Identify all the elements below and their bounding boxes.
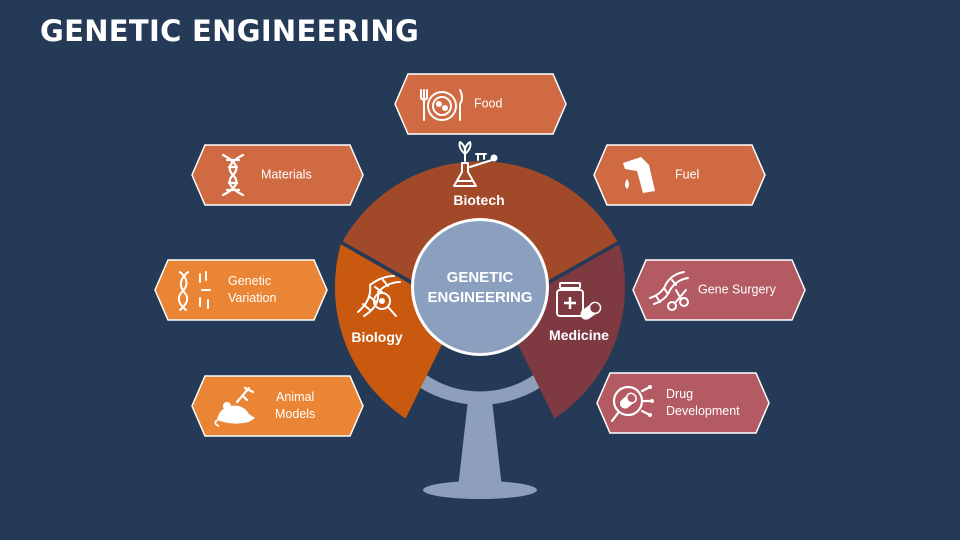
medicine-bottle-pill-icon	[556, 282, 602, 320]
biotech-label: Biotech	[453, 192, 504, 208]
biology-segment[interactable]	[334, 244, 445, 419]
mouse-syringe-icon	[214, 386, 255, 427]
fuel-nozzle-icon	[623, 157, 655, 193]
drug-development-box[interactable]: Drug Development	[596, 372, 770, 434]
materials-label: Materials	[261, 167, 312, 182]
medicine-label: Medicine	[549, 327, 609, 343]
medicine-segment[interactable]	[515, 244, 626, 419]
food-label: Food	[474, 96, 503, 111]
wheel-stand	[409, 360, 551, 499]
animal-models-label: Animal Models	[275, 390, 316, 421]
genetic-variation-label: Genetic Variation	[228, 274, 277, 305]
materials-box[interactable]: Materials	[191, 144, 364, 206]
center-label-line2: ENGINEERING	[427, 289, 532, 306]
dna-strand-icon	[221, 153, 245, 197]
center-hub	[414, 221, 546, 353]
food-box[interactable]: Food	[394, 73, 567, 135]
gene-surgery-label: Gene Surgery	[698, 282, 776, 297]
dna-magnifier-icon	[357, 275, 401, 317]
dna-fragments-icon	[177, 271, 211, 311]
genetic-variation-box[interactable]: Genetic Variation	[154, 259, 328, 321]
gene-surgery-box[interactable]: Gene Surgery	[632, 259, 806, 321]
biology-label: Biology	[351, 329, 403, 345]
pill-analysis-icon	[610, 385, 654, 423]
food-plate-icon	[420, 89, 463, 121]
animal-models-box[interactable]: Animal Models	[191, 375, 364, 437]
page-title: GENETIC ENGINEERING	[40, 14, 420, 48]
center-label-line1: GENETIC	[447, 269, 514, 286]
fuel-label: Fuel	[675, 167, 700, 182]
dna-scissors-icon	[649, 271, 689, 311]
fuel-box[interactable]: Fuel	[593, 144, 766, 206]
lab-flask-plant-icon	[453, 141, 498, 187]
drug-development-label: Drug Development	[666, 387, 740, 418]
